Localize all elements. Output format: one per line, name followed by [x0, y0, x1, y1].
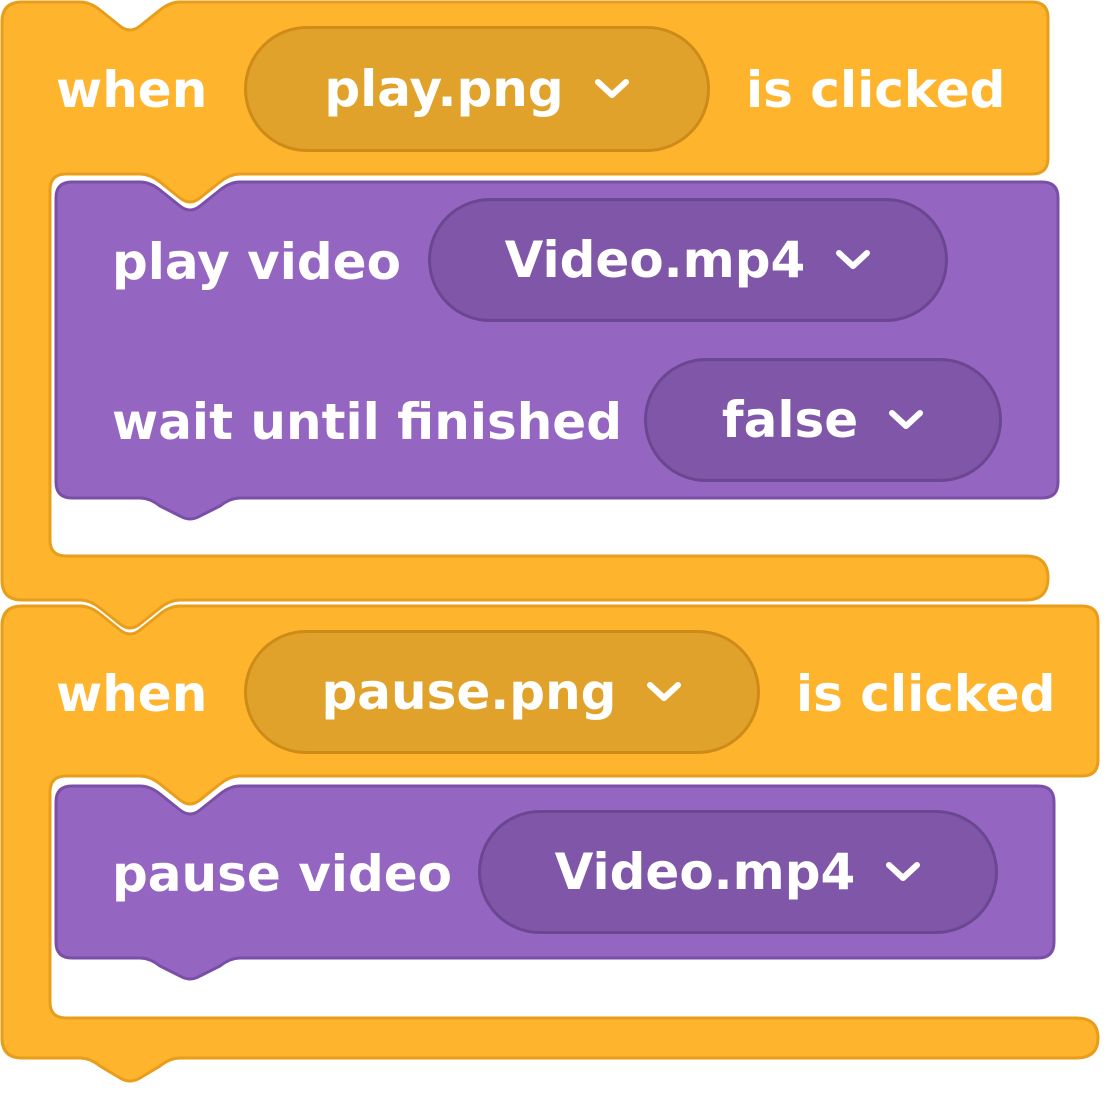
chevron-down-icon: [646, 680, 682, 704]
pause-video-label: pause video: [112, 845, 452, 903]
when-label: when: [56, 61, 208, 119]
sprite-dropdown[interactable]: pause.png: [244, 630, 760, 754]
is-clicked-label: is clicked: [796, 665, 1056, 723]
sprite-dropdown[interactable]: play.png: [244, 26, 710, 152]
video-dropdown[interactable]: Video.mp4: [428, 198, 948, 322]
chevron-down-icon: [835, 248, 871, 272]
wait-dropdown-value: false: [721, 391, 859, 449]
chevron-down-icon: [594, 77, 630, 101]
video-dropdown-value: Video.mp4: [554, 843, 856, 901]
sprite-dropdown-value: play.png: [324, 60, 564, 118]
is-clicked-label: is clicked: [746, 61, 1006, 119]
wait-until-finished-label: wait until finished: [112, 393, 623, 451]
event-block-play[interactable]: [0, 0, 1050, 630]
when-label: when: [56, 665, 208, 723]
play-video-label: play video: [112, 233, 401, 291]
sprite-dropdown-value: pause.png: [321, 663, 617, 721]
wait-dropdown[interactable]: false: [644, 358, 1002, 482]
video-dropdown[interactable]: Video.mp4: [478, 810, 998, 934]
video-dropdown-value: Video.mp4: [504, 231, 806, 289]
chevron-down-icon: [885, 860, 921, 884]
chevron-down-icon: [888, 408, 924, 432]
